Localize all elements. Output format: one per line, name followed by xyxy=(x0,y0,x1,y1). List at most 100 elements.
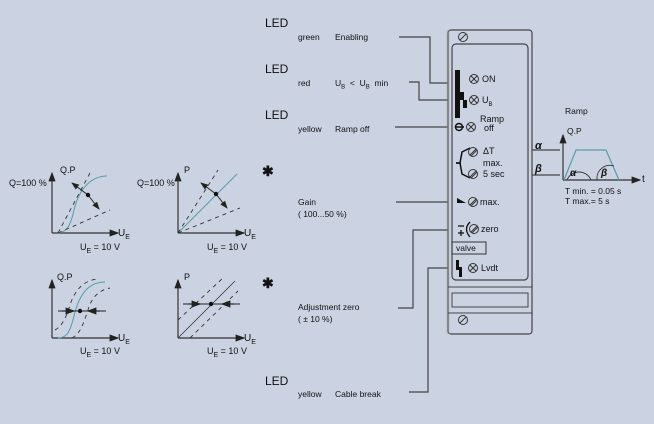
xm-sub: E xyxy=(86,351,92,359)
ramp-x-axis: t xyxy=(642,174,645,185)
chart-gain-p xyxy=(174,169,246,237)
xm-sub: E xyxy=(213,351,219,359)
arrow-up xyxy=(200,182,217,195)
chart1-ylabel: Q.P xyxy=(60,165,76,175)
pot-icon-zero[interactable] xyxy=(469,224,479,234)
chart4-xmarker: UE = 10 V xyxy=(207,346,247,359)
gain-icon xyxy=(457,198,466,203)
dashed-curve-left xyxy=(54,278,99,331)
arrow-up xyxy=(71,182,89,196)
led1-function: Enabling xyxy=(335,32,369,42)
xm-eq: = 10 V xyxy=(218,242,247,252)
min: min xyxy=(374,78,389,88)
pot-icon-gain[interactable] xyxy=(468,197,478,207)
beta-label: β xyxy=(535,163,542,175)
led2-title: LED xyxy=(265,62,289,76)
dashed-line-lower xyxy=(189,290,239,339)
chart3-xlabel: UE xyxy=(118,333,130,346)
xm-eq: = 10 V xyxy=(91,242,120,252)
chart1-xmarker: UE = 10 V xyxy=(80,242,120,255)
x-main: U xyxy=(118,228,126,239)
chart2-xmarker: UE = 10 V xyxy=(207,242,247,255)
valve-box xyxy=(451,241,487,255)
ub-main: U xyxy=(482,95,489,105)
arrow-down xyxy=(215,193,228,209)
dashed-line-lower xyxy=(57,209,111,234)
chart-gain-qp xyxy=(48,171,120,237)
operating-point xyxy=(208,301,214,307)
ub-sub: B xyxy=(488,101,493,108)
curve xyxy=(177,280,236,339)
off-word: off xyxy=(484,123,494,133)
chart3-ylabel: Q.P xyxy=(57,272,73,282)
curve xyxy=(177,173,238,234)
max-label: max. xyxy=(483,158,503,168)
led-icon-lvdt xyxy=(468,263,478,273)
ramp-tmin: T min. = 0.05 s xyxy=(565,186,622,196)
arrow-down xyxy=(87,194,100,210)
x-sub: E xyxy=(125,339,130,346)
amplifier-panel xyxy=(446,29,533,335)
zero-adjust-icon xyxy=(458,221,471,238)
zero-panel-label: zero xyxy=(481,224,499,234)
dashed-line-upper xyxy=(177,276,225,321)
xm-main: U xyxy=(80,242,87,252)
led4-color: yellow xyxy=(298,389,322,399)
lightning-icon xyxy=(460,92,467,108)
screw-icon-top xyxy=(458,32,468,42)
xm-main: U xyxy=(207,346,214,356)
pot-icon-delta-t[interactable] xyxy=(468,147,478,157)
zero-marker-star: ✱ xyxy=(262,275,274,291)
u2: U xyxy=(359,78,366,88)
led-icon-ramp-off xyxy=(466,122,476,132)
chart4-ylabel: P xyxy=(184,272,191,282)
alpha-label: α xyxy=(535,140,542,152)
curve xyxy=(57,175,108,234)
ramp-y-axis: Q.P xyxy=(567,126,582,136)
led-group-bar xyxy=(455,70,460,118)
lvdt-label: Lvdt xyxy=(481,263,499,273)
ramp-beta: β xyxy=(601,168,608,179)
chart2-ymarker: Q=100 % xyxy=(137,178,175,188)
ramp-down-bracket xyxy=(456,162,471,179)
chart2-ylabel: P xyxy=(184,165,191,175)
leader-enabling xyxy=(399,36,455,84)
led2-function: UB < UB min xyxy=(335,78,388,91)
led3-title: LED xyxy=(265,108,289,122)
xm-sub: E xyxy=(213,247,219,255)
leader-ub-min xyxy=(409,81,455,101)
beta-arc xyxy=(596,164,615,181)
b2: B xyxy=(365,84,370,91)
chart1-xlabel: UE xyxy=(118,228,130,241)
ub-label: UB xyxy=(482,95,493,108)
xm-main: U xyxy=(80,346,87,356)
xm-main: U xyxy=(207,242,214,252)
led-icon-on xyxy=(469,74,479,84)
xm-eq: = 10 V xyxy=(218,346,247,356)
chart1-ymarker: Q=100 % xyxy=(9,178,47,188)
led4-function: Cable break xyxy=(335,389,381,399)
chart2-xlabel: UE xyxy=(244,228,256,241)
on-label: ON xyxy=(482,74,496,84)
x-main: U xyxy=(244,333,252,344)
ramp-curve xyxy=(563,149,620,181)
x-main: U xyxy=(244,228,252,239)
ramp-tmax: T max.= 5 s xyxy=(565,196,610,206)
dashed-line-upper xyxy=(57,172,91,234)
ramp-title: Ramp xyxy=(565,106,588,116)
dashed-curve-right xyxy=(71,287,111,339)
ramp-word: Ramp xyxy=(480,114,505,124)
led1-color: green xyxy=(298,32,320,42)
led2-color: red xyxy=(298,78,311,88)
x-sub: E xyxy=(251,234,256,241)
ramp-alpha: α xyxy=(570,168,577,179)
led1-title: LED xyxy=(265,16,289,30)
leader-lines xyxy=(395,36,560,393)
ramp-off-icon xyxy=(454,122,464,132)
operating-point xyxy=(213,191,219,197)
zero-label: Adjustment zero xyxy=(298,302,360,312)
pot-icon-5-sec[interactable] xyxy=(468,169,478,179)
ramp-chart xyxy=(559,133,642,184)
x-sub: E xyxy=(251,339,256,346)
